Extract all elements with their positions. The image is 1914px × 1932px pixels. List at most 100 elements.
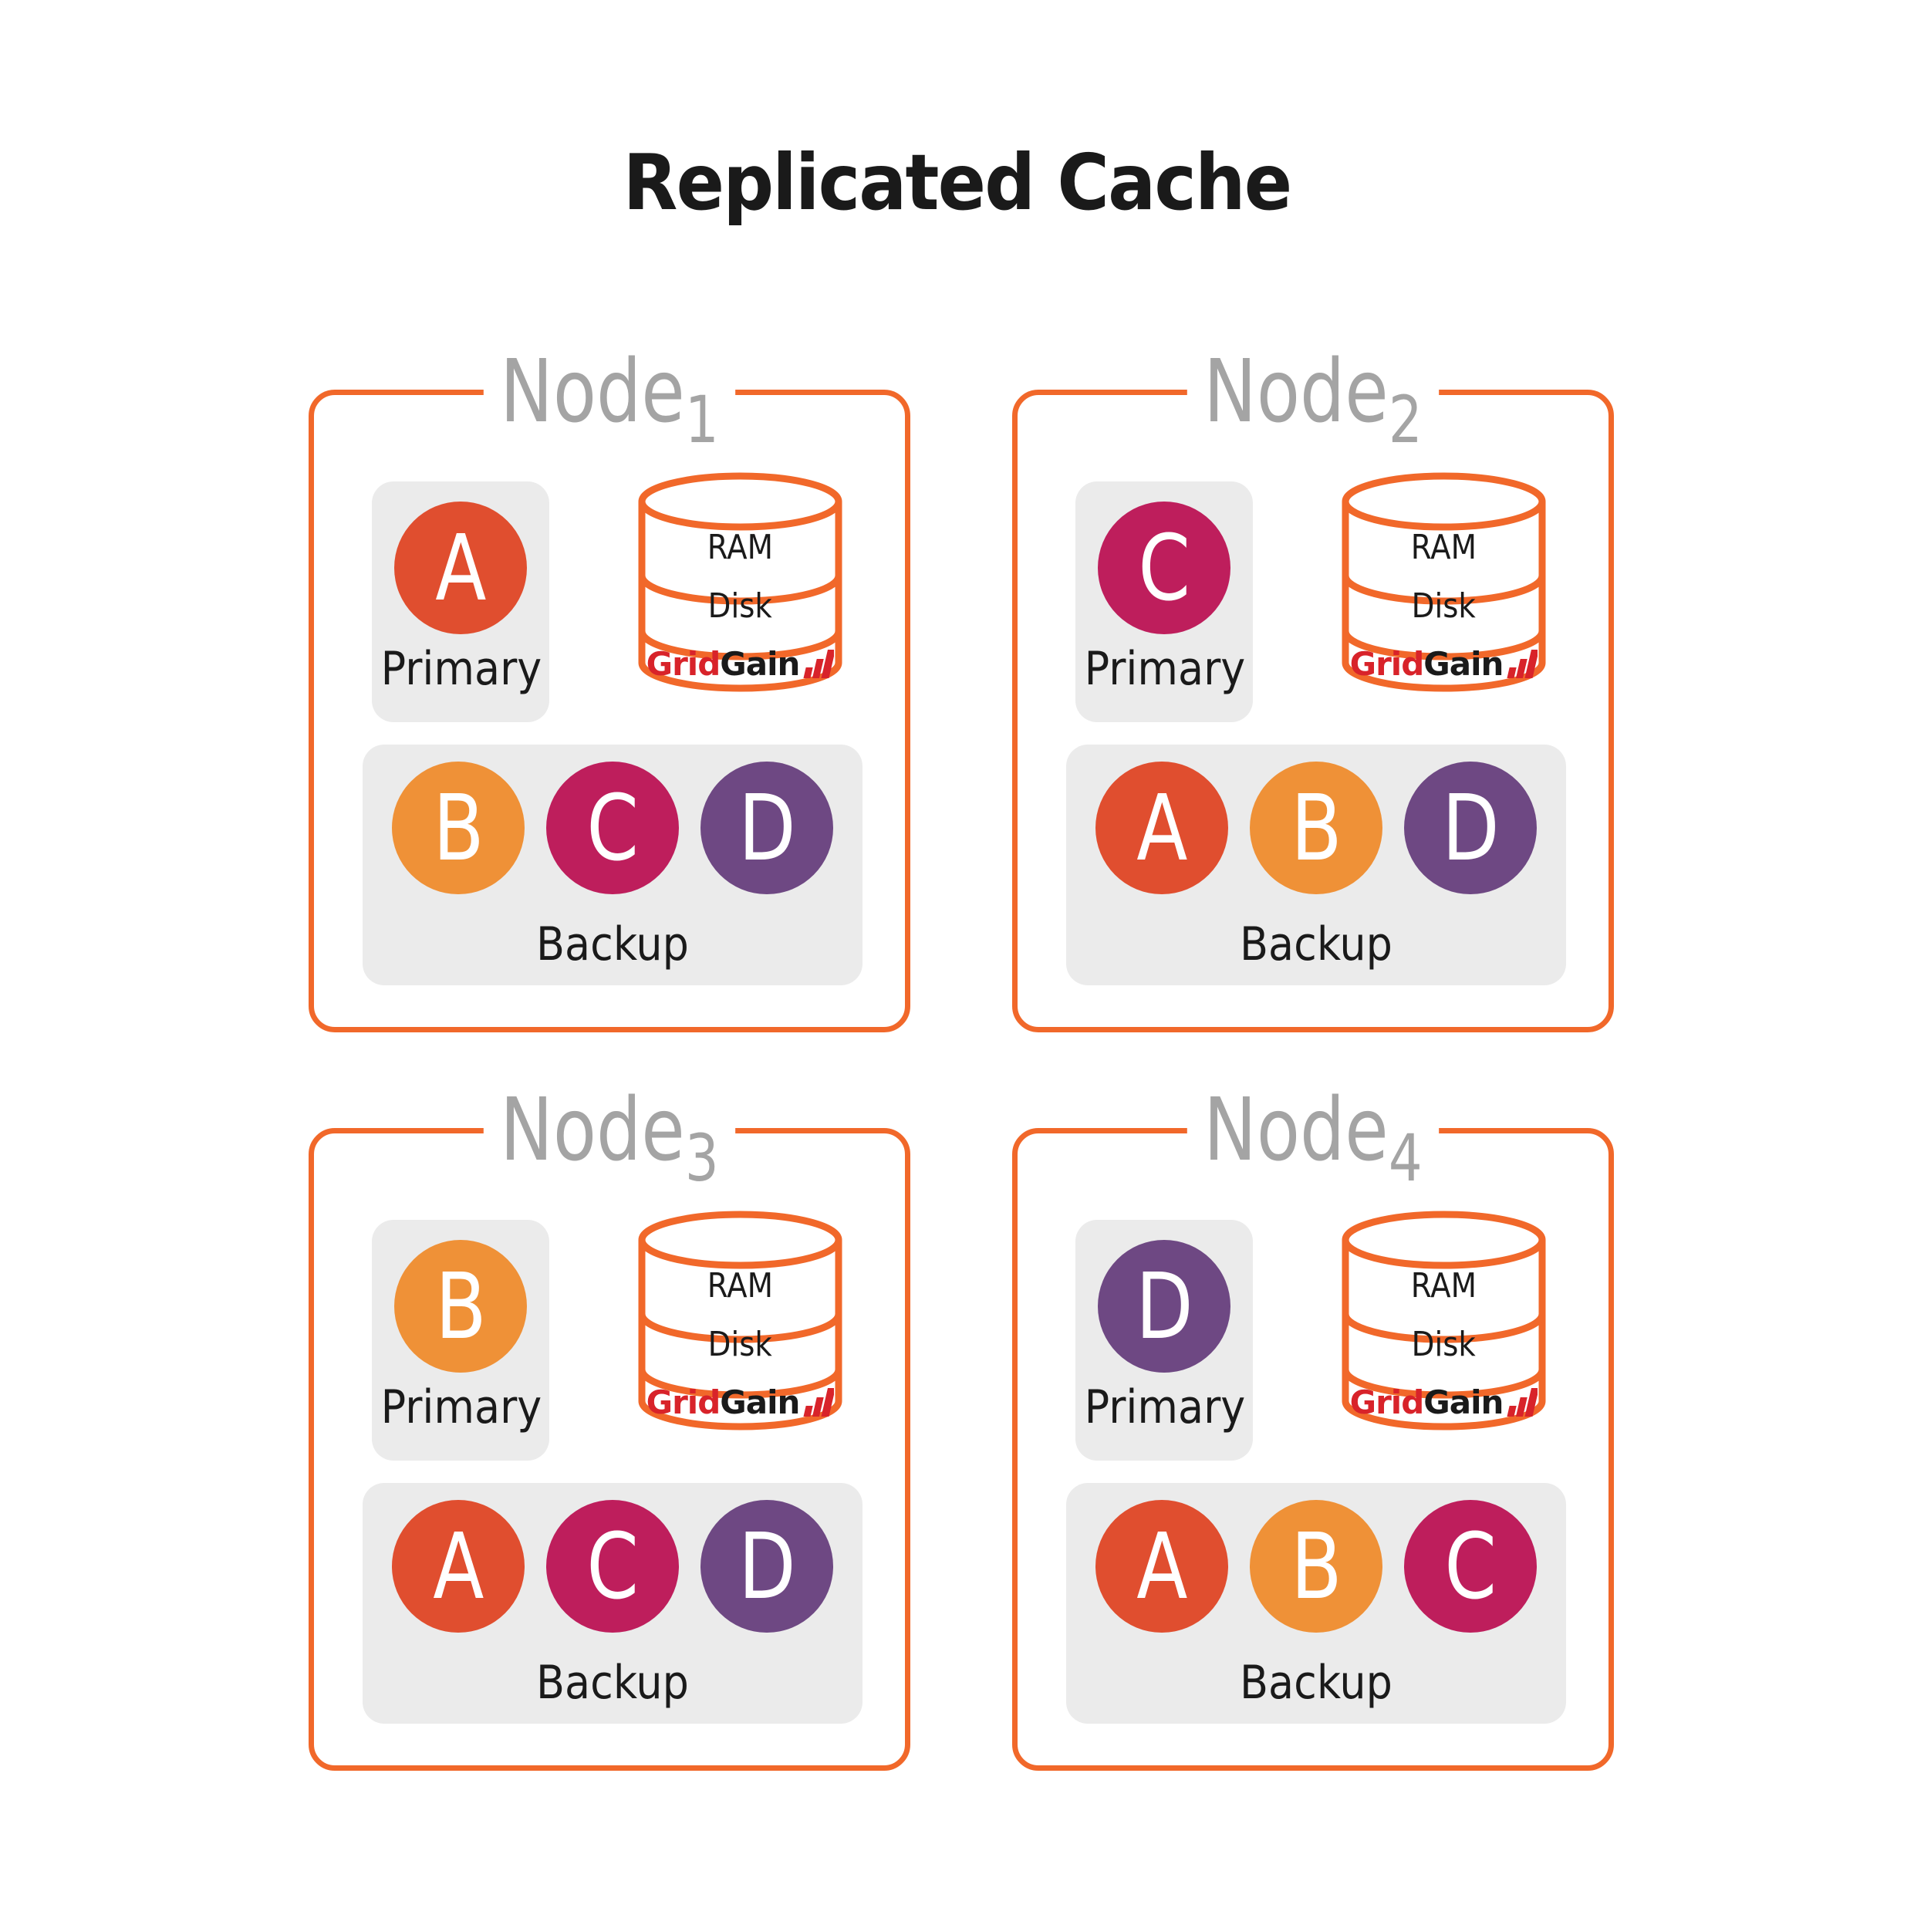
backup-circle-letter: C — [1444, 1513, 1497, 1620]
node-label: Node 1 — [314, 342, 905, 452]
node-label-pill: Node 1 — [483, 342, 736, 452]
disk-label: Disk — [707, 586, 773, 626]
gridgain-logo-gain: Gain — [720, 645, 800, 683]
primary-label: Primary — [1084, 1380, 1246, 1434]
disk-label: Disk — [1411, 586, 1477, 626]
primary-label: Primary — [380, 1380, 542, 1434]
backup-circles-row: A B D — [1066, 762, 1566, 894]
backup-circle-letter: B — [1290, 1513, 1342, 1620]
backup-circle: B — [1250, 1500, 1382, 1633]
backup-label: Backup — [1240, 1656, 1392, 1710]
backup-circle: A — [1095, 1500, 1228, 1633]
node-label-text: Node — [500, 1080, 685, 1180]
backup-label: Backup — [1240, 917, 1392, 971]
gridgain-icon — [803, 1388, 835, 1417]
primary-panel: D Primary — [1075, 1220, 1253, 1461]
gridgain-logo-gain: Gain — [1423, 1383, 1504, 1421]
backup-circle-letter: B — [1290, 775, 1342, 881]
primary-circle: D — [1098, 1240, 1230, 1373]
ram-label: RAM — [707, 528, 774, 567]
backup-circle-letter: D — [738, 1513, 796, 1620]
backup-circle: B — [1250, 762, 1382, 894]
gridgain-logo-grid: Grid — [646, 645, 721, 683]
backup-circle: C — [546, 762, 679, 894]
node-label-text: Node — [1203, 342, 1389, 442]
backup-circles-row: B C D — [363, 762, 862, 894]
gridgain-icon — [803, 650, 835, 679]
backup-panel: A C D Backup — [363, 1483, 862, 1724]
backup-circle-letter: A — [1136, 775, 1188, 881]
database-cylinder-icon — [1342, 1211, 1546, 1430]
ram-label: RAM — [1410, 528, 1477, 567]
node-label: Node 3 — [314, 1080, 905, 1191]
node-label-subscript: 1 — [684, 382, 719, 458]
primary-circle-letter: C — [1138, 515, 1190, 621]
primary-circle: A — [394, 502, 527, 634]
backup-circle-letter: D — [738, 775, 796, 881]
backup-circle: D — [700, 1500, 833, 1633]
primary-label: Primary — [1084, 642, 1246, 696]
backup-circle-letter: D — [1441, 775, 1500, 881]
primary-circle-letter: A — [434, 515, 487, 621]
backup-circle: D — [700, 762, 833, 894]
backup-circle-letter: C — [586, 775, 639, 881]
database-cylinder-icon — [638, 472, 842, 692]
backup-circle: C — [1404, 1500, 1537, 1633]
primary-panel: B Primary — [372, 1220, 549, 1461]
gridgain-logo-gain: Gain — [720, 1383, 800, 1421]
backup-circle-letter: A — [432, 1513, 484, 1620]
backup-label: Backup — [536, 917, 689, 971]
node-label-text: Node — [500, 342, 685, 442]
node-label-pill: Node 3 — [483, 1080, 736, 1191]
gridgain-logo-grid: Grid — [1349, 645, 1425, 683]
database-cylinder-icon — [638, 1211, 842, 1430]
backup-circle-letter: A — [1136, 1513, 1188, 1620]
backup-circle: D — [1404, 762, 1537, 894]
gridgain-icon — [1507, 650, 1538, 679]
disk-label: Disk — [1411, 1325, 1477, 1364]
node-label-subscript: 4 — [1388, 1120, 1423, 1196]
node-label-text: Node — [1203, 1080, 1389, 1180]
page-title: Replicated Cache — [623, 137, 1292, 228]
disk-label: Disk — [707, 1325, 773, 1364]
primary-circle: C — [1098, 502, 1230, 634]
node-label-pill: Node 2 — [1187, 342, 1440, 452]
gridgain-logo-gain: Gain — [1423, 645, 1504, 683]
gridgain-logo-grid: Grid — [1349, 1383, 1425, 1421]
primary-label: Primary — [380, 642, 542, 696]
ram-label: RAM — [707, 1266, 774, 1305]
node-label-subscript: 3 — [684, 1120, 719, 1196]
node-label-pill: Node 4 — [1187, 1080, 1440, 1191]
backup-circle: A — [392, 1500, 525, 1633]
backup-label: Backup — [536, 1656, 689, 1710]
backup-circles-row: A B C — [1066, 1500, 1566, 1633]
primary-circle: B — [394, 1240, 527, 1373]
backup-panel: A B D Backup — [1066, 745, 1566, 985]
backup-circle: B — [392, 762, 525, 894]
node-label: Node 4 — [1018, 1080, 1609, 1191]
backup-panel: A B C Backup — [1066, 1483, 1566, 1724]
ram-label: RAM — [1410, 1266, 1477, 1305]
backup-circle-letter: B — [432, 775, 484, 881]
backup-circles-row: A C D — [363, 1500, 862, 1633]
primary-panel: C Primary — [1075, 481, 1253, 722]
backup-circle-letter: C — [586, 1513, 639, 1620]
backup-panel: B C D Backup — [363, 745, 862, 985]
primary-circle-letter: B — [434, 1253, 487, 1359]
primary-circle-letter: D — [1135, 1253, 1193, 1359]
backup-circle: A — [1095, 762, 1228, 894]
gridgain-icon — [1507, 1388, 1538, 1417]
node-label: Node 2 — [1018, 342, 1609, 452]
